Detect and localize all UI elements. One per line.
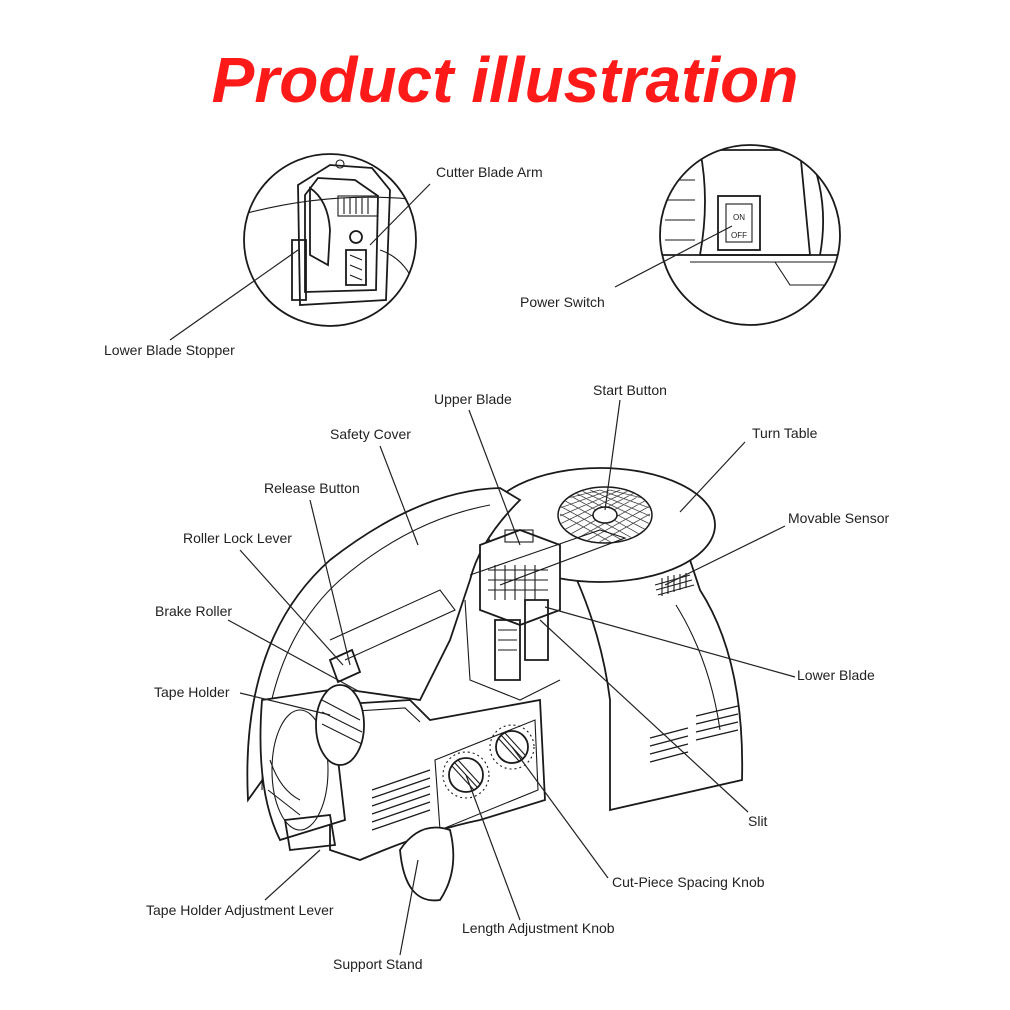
- label-length-adjustment-knob: Length Adjustment Knob: [462, 920, 615, 936]
- label-movable-sensor: Movable Sensor: [788, 510, 890, 526]
- front-vent-grill: [371, 769, 431, 831]
- switch-on-label: ON: [733, 213, 745, 222]
- label-cutter-blade-arm: Cutter Blade Arm: [436, 164, 543, 180]
- part-labels: Cutter Blade Arm Lower Blade Stopper Pow…: [104, 164, 890, 972]
- label-tape-holder-adjustment-lever: Tape Holder Adjustment Lever: [146, 902, 334, 918]
- label-support-stand: Support Stand: [333, 956, 423, 972]
- label-roller-lock-lever: Roller Lock Lever: [183, 530, 292, 546]
- label-start-button: Start Button: [593, 382, 667, 398]
- upper-blade-assembly: [464, 529, 561, 701]
- label-safety-cover: Safety Cover: [330, 426, 411, 442]
- tape-holder: [259, 684, 365, 851]
- label-upper-blade: Upper Blade: [434, 391, 512, 407]
- label-power-switch: Power Switch: [520, 294, 605, 310]
- label-turn-table: Turn Table: [752, 425, 818, 441]
- detail-circle-cutter: [243, 153, 417, 327]
- label-lower-blade: Lower Blade: [797, 667, 875, 683]
- tape-dispenser-machine: [246, 467, 744, 902]
- label-release-button: Release Button: [264, 480, 360, 496]
- switch-off-label: OFF: [731, 231, 747, 240]
- detail-circle-power-switch: ON OFF: [659, 144, 841, 326]
- movable-sensor: [654, 573, 695, 596]
- label-lower-blade-stopper: Lower Blade Stopper: [104, 342, 235, 358]
- label-tape-holder: Tape Holder: [154, 684, 230, 700]
- label-slit: Slit: [748, 813, 768, 829]
- leader-lines: [169, 183, 796, 956]
- page-title: Product illustration: [211, 44, 799, 116]
- label-cut-piece-spacing-knob: Cut-Piece Spacing Knob: [612, 874, 765, 890]
- label-brake-roller: Brake Roller: [155, 603, 232, 619]
- rear-vent-grill: [649, 705, 739, 763]
